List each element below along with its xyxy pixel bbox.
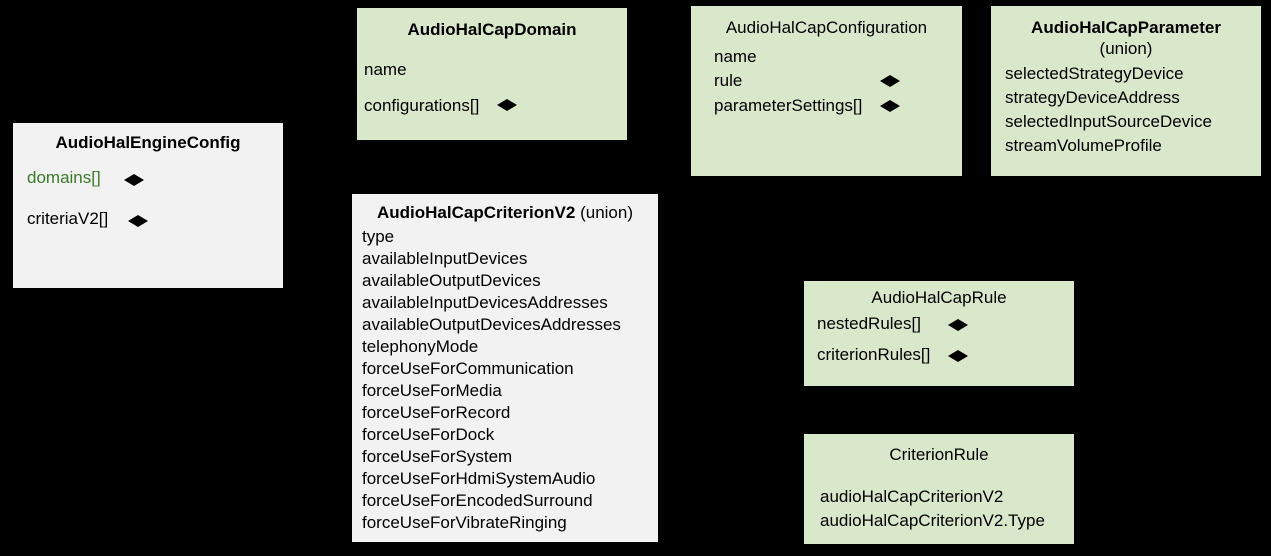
- field-forceuseforcommunication: forceUseForCommunication: [362, 359, 574, 378]
- class-box-audiohalcapconfiguration[interactable]: AudioHalCapConfiguration name rule param…: [691, 6, 962, 176]
- class-title-audiohalcapdomain: AudioHalCapDomain: [407, 20, 577, 39]
- field-availableoutputdevicesaddresses: availableOutputDevicesAddresses: [362, 315, 621, 334]
- field-availableinputdevices: availableInputDevices: [362, 249, 528, 268]
- field-selectedstrategydevice: selectedStrategyDevice: [1005, 64, 1184, 83]
- field-domains: domains[]: [27, 168, 101, 187]
- field-audiohalcapcriterionv2-type: audioHalCapCriterionV2.Type: [820, 511, 1045, 530]
- class-box-audiohalcapdomain[interactable]: AudioHalCapDomain name configurations[]: [357, 8, 627, 140]
- aggregation-diamond-parametersettings: [880, 100, 900, 112]
- aggregation-diamond-criteriav2: [128, 215, 148, 227]
- class-box-audiohalcaprule[interactable]: AudioHalCapRule nestedRules[] criterionR…: [804, 281, 1074, 386]
- field-availableinputdevicesaddresses: availableInputDevicesAddresses: [362, 293, 608, 312]
- class-title-audiohalcaprule: AudioHalCapRule: [871, 288, 1007, 307]
- field-telephonymode: telephonyMode: [362, 337, 479, 356]
- class-title-suffix-audiohalcapparameter: (union): [1099, 39, 1153, 58]
- field-audiohalcapcriterionv2: audioHalCapCriterionV2: [820, 487, 1004, 506]
- field-type: type: [362, 227, 395, 246]
- field-configurations: configurations[]: [364, 96, 480, 115]
- class-title-audiohalengineconfig: AudioHalEngineConfig: [55, 133, 241, 152]
- field-forceusefordock: forceUseForDock: [362, 425, 495, 444]
- field-forceuseforrecord: forceUseForRecord: [362, 403, 511, 422]
- field-nestedrules: nestedRules[]: [817, 314, 921, 333]
- field-availableoutputdevices: availableOutputDevices: [362, 271, 541, 290]
- class-title-audiohalcapconfiguration: AudioHalCapConfiguration: [725, 18, 928, 37]
- class-box-audiohalcapcriterionv2[interactable]: AudioHalCapCriterionV2 (union) type avai…: [352, 194, 658, 542]
- class-box-audiohalengineconfig[interactable]: AudioHalEngineConfig domains[] criteriaV…: [13, 123, 283, 288]
- aggregation-diamond-nestedrules: [948, 319, 968, 331]
- class-box-audiohalcapparameter[interactable]: AudioHalCapParameter (union) selectedStr…: [991, 6, 1261, 176]
- field-streamvolumeprofile: streamVolumeProfile: [1005, 136, 1162, 155]
- field-name-domain: name: [364, 60, 407, 79]
- field-criterionrules: criterionRules[]: [817, 345, 931, 364]
- aggregation-diamond-configurations: [497, 99, 517, 111]
- field-name-configuration: name: [714, 47, 757, 66]
- field-rule: rule: [714, 71, 743, 90]
- class-title-text-audiohalcapcriterionv2: AudioHalCapCriterionV2: [376, 203, 576, 222]
- aggregation-diamond-rule: [880, 75, 900, 87]
- field-forceuseforencodedsurround: forceUseForEncodedSurround: [362, 491, 593, 510]
- field-criteriav2: criteriaV2[]: [27, 209, 109, 228]
- class-title-audiohalcapparameter: AudioHalCapParameter: [1031, 18, 1221, 37]
- aggregation-diamond-criterionrules: [948, 350, 968, 362]
- field-forceuseforsystem: forceUseForSystem: [362, 447, 513, 466]
- field-forceuseforhdmisystemaudio: forceUseForHdmiSystemAudio: [362, 469, 596, 488]
- field-forceuseformedia: forceUseForMedia: [362, 381, 502, 400]
- field-forceuseforvibrateringing: forceUseForVibrateRinging: [362, 513, 567, 532]
- class-title-union-audiohalcapcriterionv2: (union): [580, 203, 633, 222]
- field-selectedinputsourcedevice: selectedInputSourceDevice: [1005, 112, 1212, 131]
- class-title-criterionrule: CriterionRule: [889, 445, 989, 464]
- class-title-audiohalcapcriterionv2: AudioHalCapCriterionV2 (union): [352, 203, 658, 223]
- aggregation-diamond-domains: [124, 174, 144, 186]
- field-parametersettings: parameterSettings[]: [714, 96, 863, 115]
- field-strategydeviceaddress: strategyDeviceAddress: [1005, 88, 1180, 107]
- class-box-criterionrule[interactable]: CriterionRule audioHalCapCriterionV2 aud…: [804, 434, 1074, 544]
